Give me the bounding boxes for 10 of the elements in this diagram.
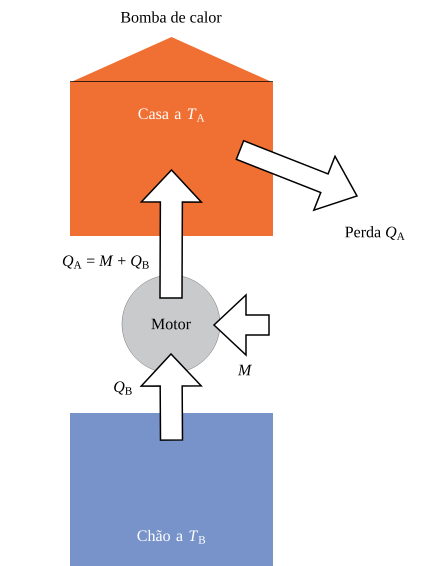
house-box: Casa a T$_{A}$: [70, 37, 273, 236]
block-arrow: [139, 352, 203, 441]
edge-label: Q$_{B}$: [114, 381, 132, 395]
loss-label: Perda Q$_{A}$: [345, 226, 405, 240]
edge-label: M: [238, 364, 252, 376]
block-arrow: [140, 168, 204, 299]
title: Bomba de calor: [120, 11, 222, 23]
edge-label: Q$_{A}$ = M + Q$_{B}$: [62, 255, 149, 269]
block-arrow: [212, 293, 270, 357]
ground-box: Chão a T$_{B}$: [70, 413, 273, 566]
